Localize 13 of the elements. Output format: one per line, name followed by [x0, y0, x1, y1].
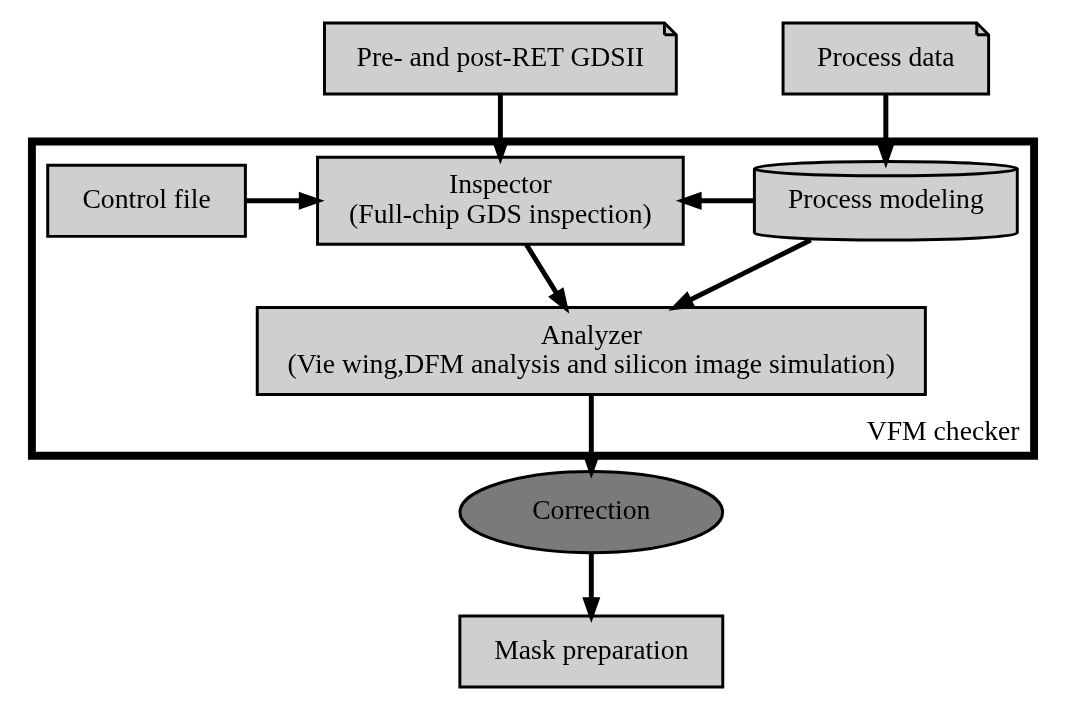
arrow — [491, 94, 510, 165]
node-ellipse: Correction — [458, 470, 725, 555]
arrow — [876, 94, 895, 169]
node-box: Inspector (Full-chip GDS inspection) — [316, 155, 685, 246]
node-box: Control file — [46, 163, 247, 238]
node-box: Mask preparation — [458, 614, 725, 689]
arrow — [675, 191, 754, 210]
arrow — [582, 553, 601, 623]
arrow — [246, 191, 325, 210]
arrow — [668, 237, 812, 311]
node-box: Analyzer (Vie wing,DFM analysis and silicon image simulation) — [255, 306, 927, 396]
arrow — [582, 395, 601, 479]
arrow — [524, 243, 570, 314]
